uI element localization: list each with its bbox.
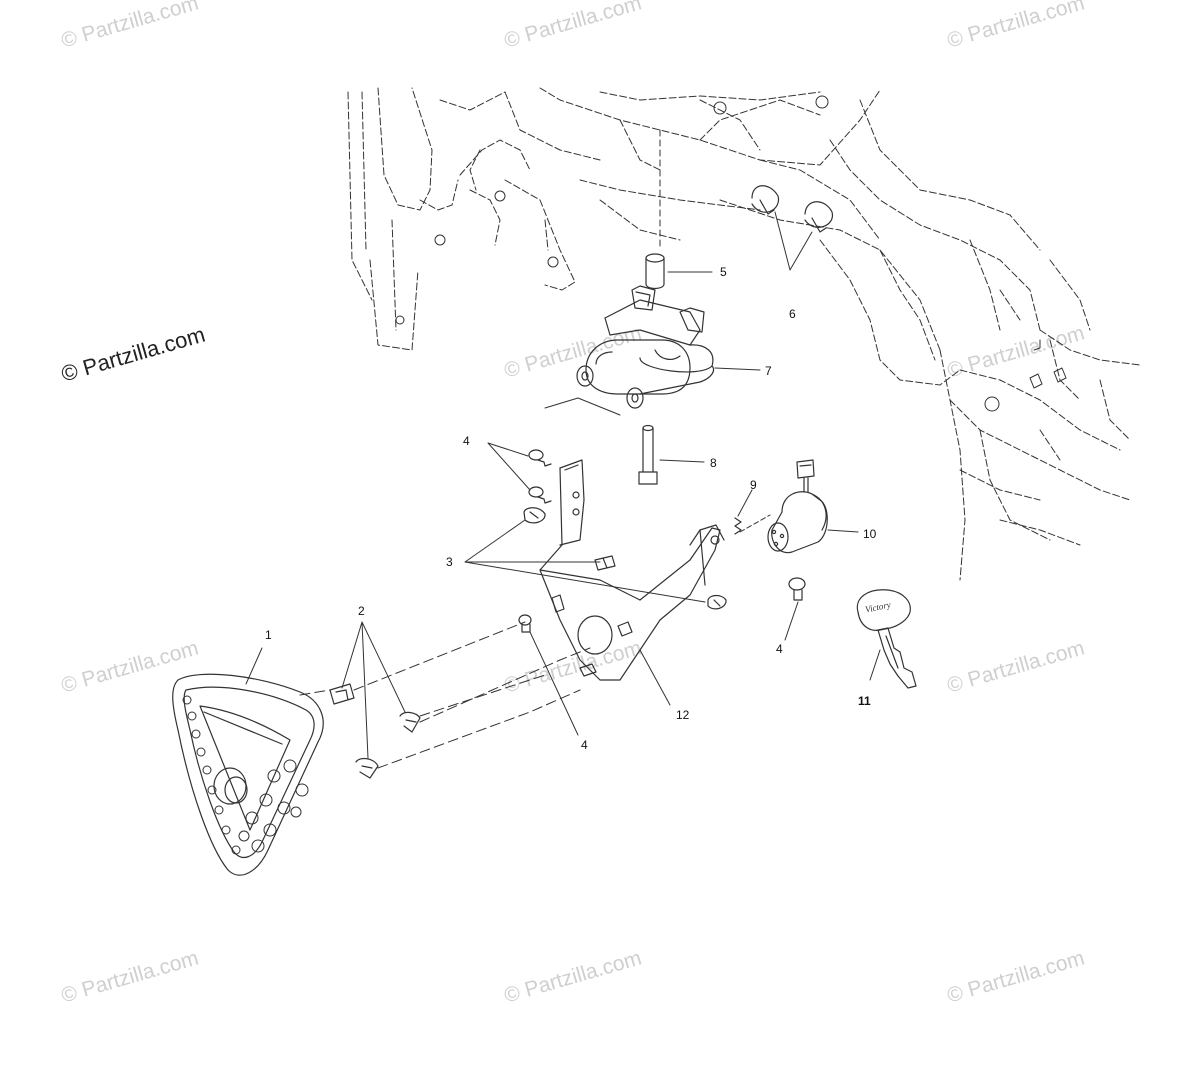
leader-9: [737, 489, 753, 517]
leader-3: [464, 519, 706, 603]
leader-7: [714, 367, 761, 371]
leader-11: [869, 649, 881, 681]
leader-2: [341, 621, 406, 759]
leader-8: [659, 459, 705, 463]
callout-4-bottom: 4: [581, 738, 588, 752]
leader-4-top: [487, 442, 531, 491]
part-3-nuts: [523, 507, 727, 610]
part-6-clamps: [751, 185, 833, 233]
part-9-washer: [734, 517, 742, 535]
mounting-axes: [299, 621, 591, 769]
callout-7: 7: [765, 364, 772, 378]
callout-3: 3: [446, 555, 453, 569]
part-12-bracket: [539, 459, 725, 681]
callout-6: 6: [789, 307, 796, 321]
axis-9: [739, 514, 771, 533]
leader-12: [639, 649, 671, 706]
leader-4-right: [784, 601, 799, 641]
callout-1: 1: [265, 628, 272, 642]
callout-12: 12: [676, 708, 690, 722]
callout-8: 8: [710, 456, 717, 470]
part-11-key: [856, 589, 917, 689]
part-8-bolt: [638, 424, 658, 485]
part-4-screws: [518, 449, 806, 633]
part-7-ignition-coil: [576, 285, 715, 409]
frame-outline: [347, 87, 1141, 581]
part-10-ignition-switch: [767, 459, 828, 554]
leader-4-bottom: [529, 631, 579, 736]
callout-4-right: 4: [776, 642, 783, 656]
callout-9: 9: [750, 478, 757, 492]
callout-2: 2: [358, 604, 365, 618]
frame-details: [395, 95, 1067, 412]
part-2-clips: [329, 683, 421, 779]
part-1-cover: [172, 673, 324, 876]
leader-6: [774, 211, 813, 271]
callout-5: 5: [720, 265, 727, 279]
callout-10: 10: [863, 527, 877, 541]
callout-11: 11: [858, 694, 871, 708]
callout-4-top: 4: [463, 434, 470, 448]
part-5-spacer: [645, 253, 665, 290]
leader-1: [245, 647, 263, 685]
leader-10: [827, 529, 859, 533]
plug-wire-lines: [544, 397, 621, 416]
